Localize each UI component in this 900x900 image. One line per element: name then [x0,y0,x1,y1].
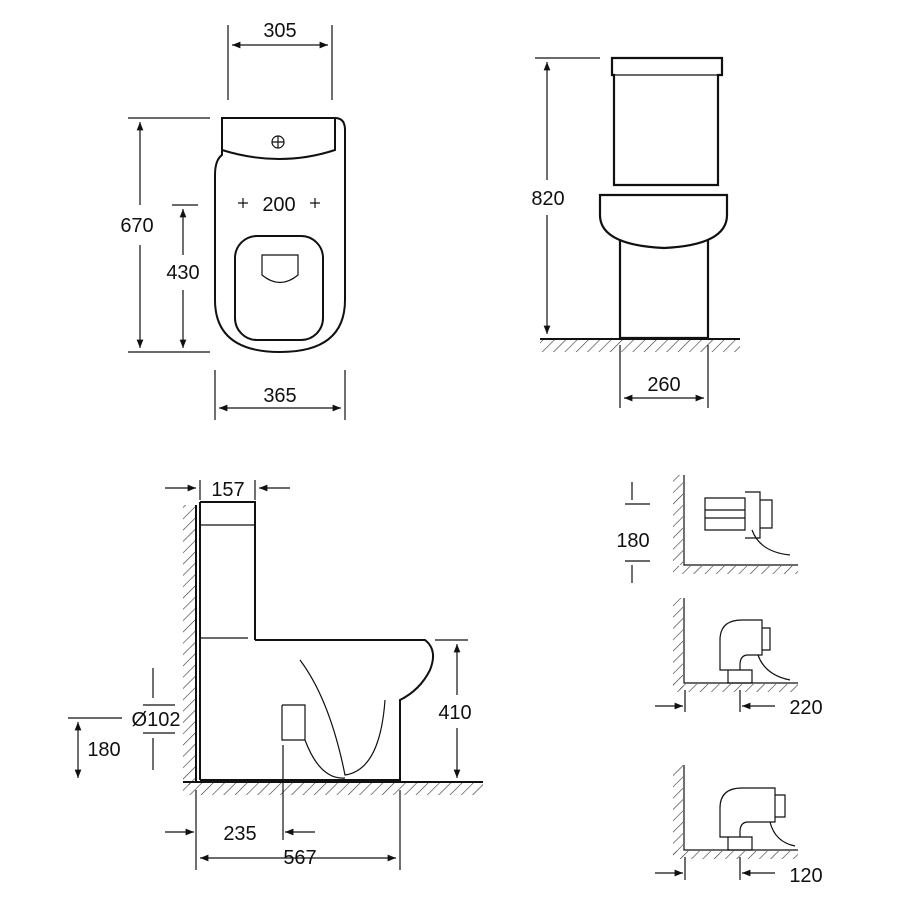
seat-hinge [261,254,299,284]
dim-diameter-102: Ø102 [132,709,181,731]
outlet-horizontal: 180 [616,475,798,583]
dim-120: 120 [789,865,822,887]
dim-820: 820 [531,188,564,210]
dim-200: 200 [262,194,295,216]
dim-410: 410 [438,702,471,724]
tank-front [610,56,724,187]
top-view: 305 670 430 200 365 [120,20,346,420]
floor-hatch-side [183,783,483,795]
outlet-vertical: 220 [655,598,823,719]
dim-180-outlet: 180 [616,530,649,552]
seat-outline [234,235,324,341]
tank-side [199,501,256,780]
floor-hatch [540,340,740,352]
dim-260: 260 [647,374,680,396]
dim-670: 670 [120,215,153,237]
dim-430: 430 [166,262,199,284]
tank-lid-outline [221,118,336,160]
pedestal-front [618,238,710,340]
bowl-side [200,639,435,781]
bowl-rim-front [598,193,729,250]
pan-connector-horizontal [704,491,791,556]
dim-365: 365 [263,385,296,407]
side-view: 157 Ø102 180 410 235 567 [68,479,483,870]
dim-157: 157 [211,479,244,501]
trap-outline [282,659,386,779]
toilet-top-outline [214,117,346,354]
dim-180-side: 180 [87,739,120,761]
dim-305: 305 [263,20,296,42]
front-view: 820 260 [531,56,740,408]
pan-connector-vertical [719,619,791,684]
outlet-vertical-alt: 120 [655,765,823,887]
pan-connector-vertical-alt [719,787,796,851]
wall-hatch [183,505,195,785]
dim-567: 567 [283,847,316,869]
dim-235: 235 [223,823,256,845]
dim-220: 220 [789,697,822,719]
